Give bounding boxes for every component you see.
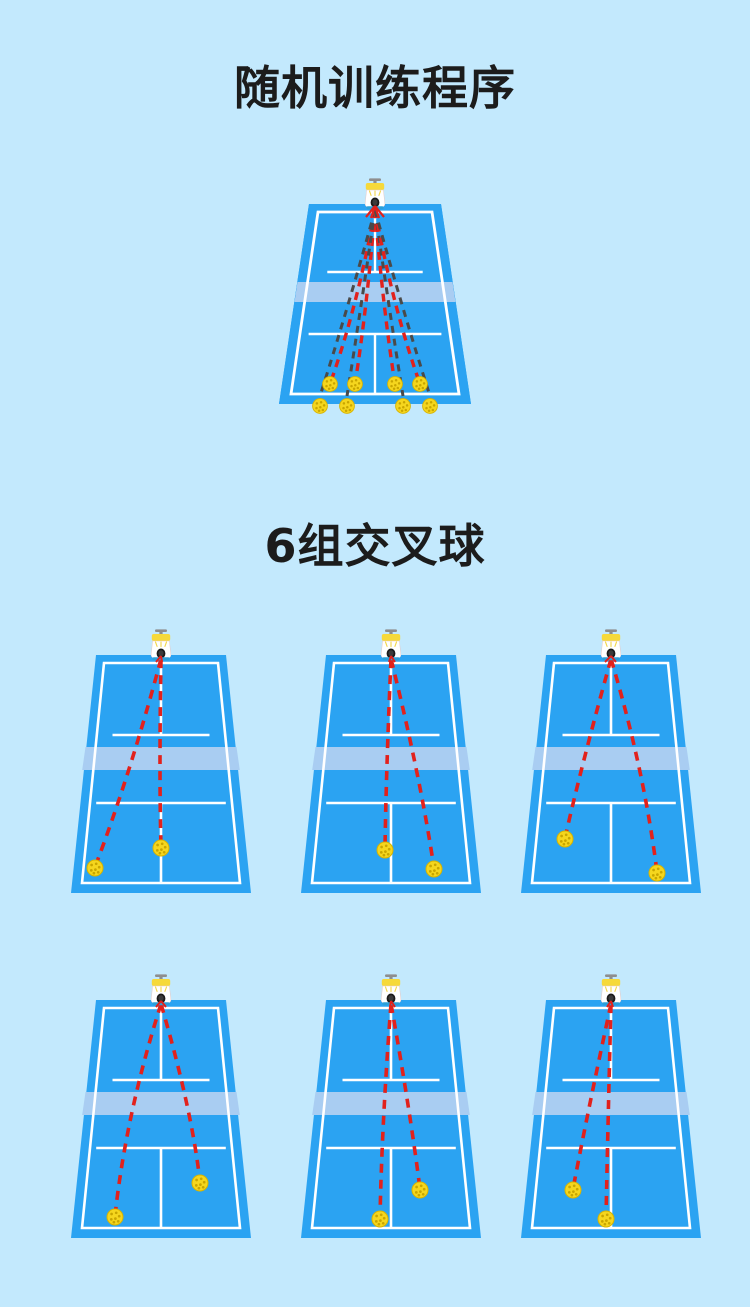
- pickleball-holes: [155, 842, 167, 855]
- ball-machine-icon: [600, 629, 622, 663]
- trajectory-group: [383, 658, 436, 869]
- court-6-graphic: [521, 974, 701, 1238]
- trajectory-group: [563, 658, 659, 873]
- court-lines: [310, 1006, 472, 1230]
- pickleball-icon: [395, 398, 411, 414]
- pickleball-icon: [312, 398, 328, 414]
- ball-machine-icon: [600, 974, 622, 1008]
- pickleball-icon: [339, 398, 355, 414]
- court-lines: [80, 1006, 242, 1230]
- court-lines: [310, 661, 472, 885]
- pickleball-icon: [387, 376, 403, 392]
- pickleball-holes: [559, 833, 571, 846]
- court-surface: [279, 204, 471, 404]
- pickleball-holes: [89, 862, 101, 875]
- court-6: [516, 950, 706, 1250]
- pickleball-icon: [322, 376, 338, 392]
- court-3-graphic: [521, 629, 701, 893]
- trajectory-group: [378, 1003, 422, 1219]
- trajectory-group: [113, 1003, 202, 1217]
- court-1: [66, 605, 256, 905]
- court-4-graphic: [71, 974, 251, 1238]
- pickleball-holes: [374, 1213, 386, 1226]
- net-band: [532, 747, 690, 770]
- overview-court-graphic: [279, 177, 471, 414]
- court-5-graphic: [301, 974, 481, 1238]
- pickleball-holes: [414, 1184, 426, 1197]
- ball-group: [371, 1181, 429, 1228]
- pickleball-icon: [422, 398, 438, 414]
- ball-group: [376, 841, 443, 878]
- ball-machine-icon: [150, 974, 172, 1008]
- overview-court: [275, 148, 475, 428]
- trajectory-group: [93, 658, 163, 868]
- section-title-cross-court: 6组交叉球: [264, 519, 486, 573]
- pickleball-holes: [600, 1213, 612, 1226]
- court-lines: [530, 661, 692, 885]
- court-5: [296, 950, 486, 1250]
- pickleball-holes: [651, 867, 663, 880]
- court-4: [66, 950, 256, 1250]
- ball-group: [564, 1181, 615, 1228]
- net-band: [294, 282, 456, 302]
- pickleball-icon: [412, 376, 428, 392]
- net-band: [532, 1092, 690, 1115]
- pickleball-icon: [347, 376, 363, 392]
- ball-group: [556, 830, 666, 882]
- ball-machine-icon: [364, 177, 386, 219]
- net-band: [82, 1092, 240, 1115]
- pickleball-holes: [379, 844, 391, 857]
- trajectory-group: [318, 209, 432, 397]
- court-2: [296, 605, 486, 905]
- net-band: [312, 1092, 470, 1115]
- ball-machine-icon: [380, 629, 402, 663]
- pickleball-holes: [567, 1184, 579, 1197]
- court-surface: [521, 1000, 701, 1238]
- court-2-graphic: [301, 629, 481, 893]
- ball-group: [106, 1174, 209, 1226]
- ball-group: [86, 839, 170, 877]
- pickleball-holes: [194, 1177, 206, 1190]
- ball-machine-icon: [380, 974, 402, 1008]
- ball-machine-icon: [150, 629, 172, 663]
- court-surface: [301, 1000, 481, 1238]
- pickleball-holes: [428, 863, 440, 876]
- court-surface: [301, 655, 481, 893]
- pickleball-holes: [109, 1211, 121, 1224]
- page-title: 随机训练程序: [234, 61, 516, 115]
- court-1-graphic: [71, 629, 251, 893]
- trajectory-group: [571, 1003, 613, 1219]
- court-3: [516, 605, 706, 905]
- court-lines: [289, 210, 461, 396]
- net-band: [312, 747, 470, 770]
